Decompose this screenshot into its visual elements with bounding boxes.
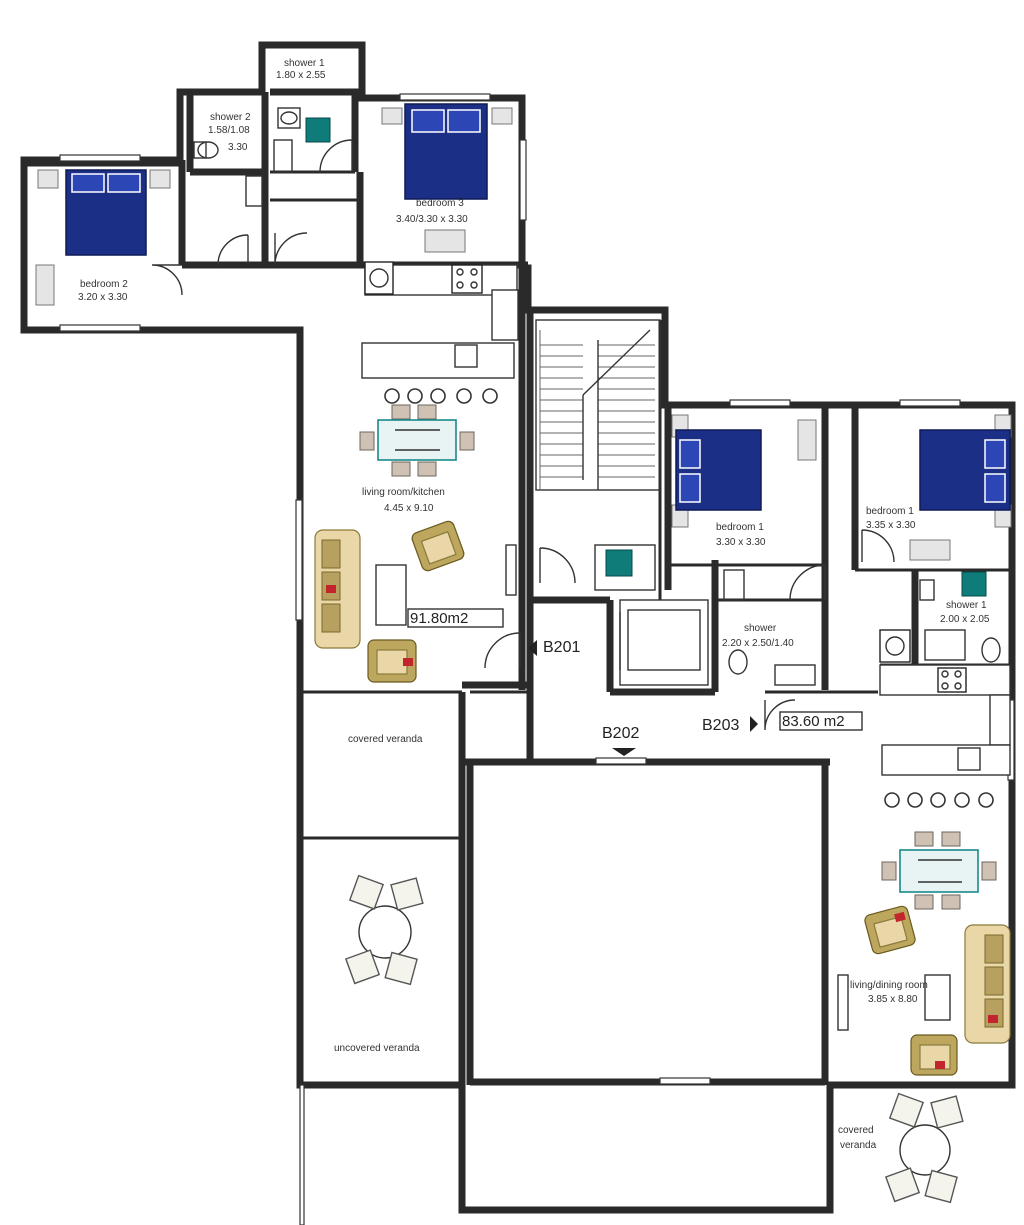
label-bedroom1-mid-dims: 3.30 x 3.30 [716,537,766,548]
label-shower2-dims2: 3.30 [228,142,248,153]
dining-table-right [881,831,997,910]
bed-bedroom3 [381,103,513,253]
label-uncovered-veranda: uncovered veranda [334,1043,420,1054]
veranda-set-left [344,874,424,986]
label-covered-right: covered [838,1125,874,1136]
unit-markers [407,608,863,756]
unit-b201: B201 [543,639,580,656]
label-bedroom3: bedroom 3 [416,198,464,209]
bar-stools [384,388,498,404]
label-covered-veranda: covered veranda [348,734,423,745]
area-labels: 91.80m2 83.60 m2 [410,610,845,730]
label-veranda-right: veranda [840,1140,877,1151]
windows [59,93,1015,1225]
interior-walls [24,88,1012,1210]
room-labels: shower 1 1.80 x 2.55 shower 2 1.58/1.08 … [78,58,990,1151]
living-left-furniture [314,520,517,683]
kitchen-left [361,261,519,404]
kitchen-right [879,629,1011,808]
label-living-kitchen-dims: 4.45 x 9.10 [384,503,434,514]
unit-b203: B203 [702,717,739,734]
living-right-furniture [837,905,1011,1076]
bar-stools-right [884,792,994,808]
veranda-set-right [884,1092,964,1204]
bed-bedroom1-mid [671,414,817,528]
label-shower1-right-dims: 2.00 x 2.05 [940,614,990,625]
label-bedroom2-dims: 3.20 x 3.30 [78,292,128,303]
doors [151,139,895,731]
label-shower-mid-dims: 2.20 x 2.50/1.40 [722,638,794,649]
unit-b202: B202 [602,725,639,742]
label-shower1-top-dims: 1.80 x 2.55 [276,70,326,81]
label-living-kitchen: living room/kitchen [362,487,445,498]
unit-labels: B201 B202 B203 [543,639,739,742]
label-shower1-right: shower 1 [946,600,987,611]
label-bedroom2: bedroom 2 [80,279,128,290]
label-shower2-dims: 1.58/1.08 [208,125,250,136]
elevator [619,599,709,686]
label-shower2: shower 2 [210,112,251,123]
bed-bedroom1-right [909,414,1012,561]
label-bedroom3-dims: 3.40/3.30 x 3.30 [396,214,468,225]
label-shower-mid: shower [744,623,777,634]
label-living-dining-dims: 3.85 x 8.80 [868,994,918,1005]
label-shower1-top: shower 1 [284,58,325,69]
label-bedroom1-mid: bedroom 1 [716,522,764,533]
dining-table-left [359,404,475,477]
label-bedroom1-right-dims: 3.35 x 3.30 [866,520,916,531]
stairs [535,319,661,491]
bed-bedroom2 [35,169,171,306]
label-living-dining: living/dining room [850,980,928,991]
label-bedroom1-right: bedroom 1 [866,506,914,517]
area-apt1: 91.80m2 [410,610,468,627]
outer-walls [20,41,1016,1214]
area-apt3: 83.60 m2 [782,713,845,730]
bathroom-fixtures [193,107,1001,686]
